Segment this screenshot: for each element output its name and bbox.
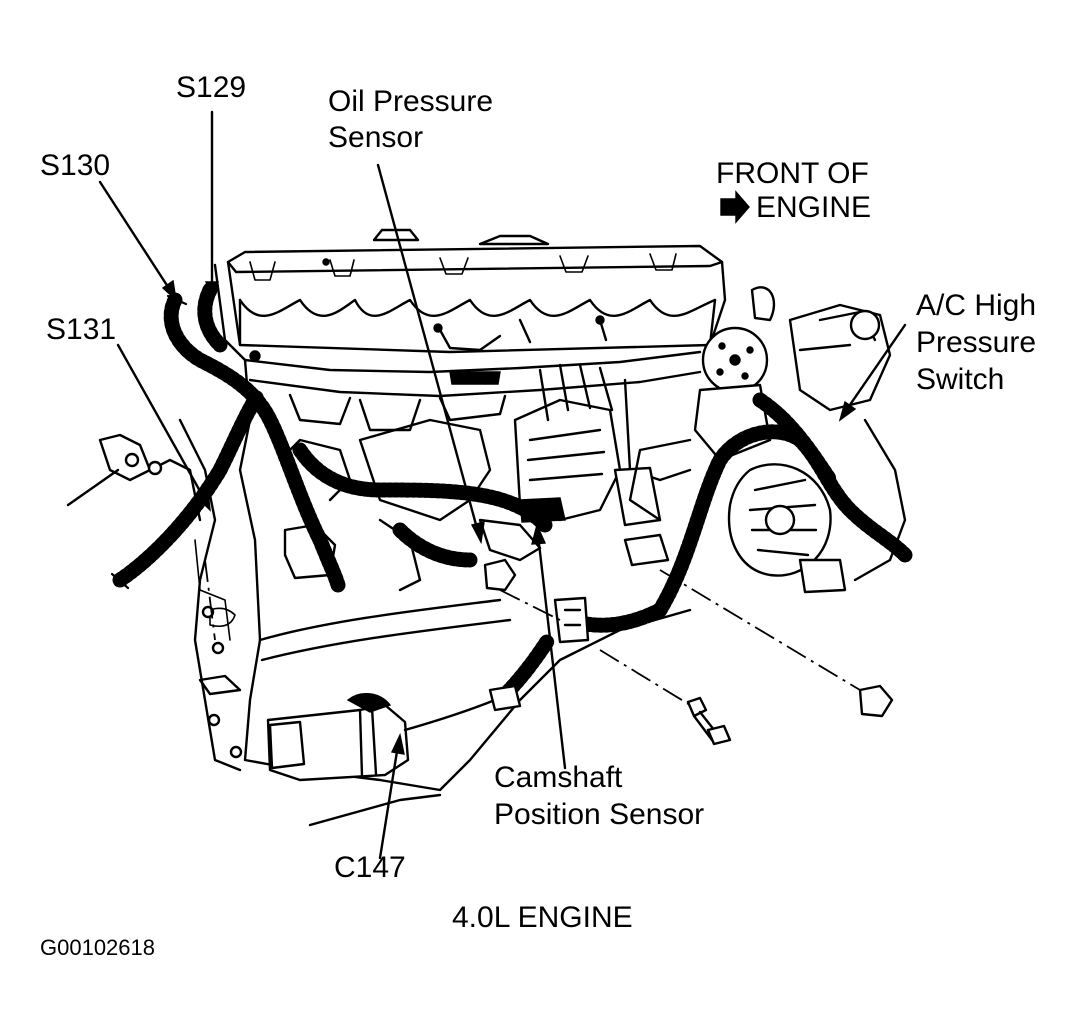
wire-harnesses	[110, 282, 913, 708]
distributor	[478, 363, 692, 562]
label-s131: S131	[46, 313, 117, 346]
fasteners	[483, 558, 894, 746]
assembly-lines	[204, 559, 861, 706]
label-ac-line3: Switch	[916, 363, 1005, 396]
valve-cover	[226, 228, 727, 362]
c147-sensor	[266, 684, 522, 782]
figure-id: G00102618	[40, 935, 155, 960]
label-front-line1: FRONT OF	[716, 157, 869, 190]
label-camshaft-line2: Position Sensor	[494, 798, 705, 831]
label-s129: S129	[176, 71, 247, 104]
label-oil-pressure-line1: Oil Pressure	[328, 85, 494, 118]
caption: 4.0L ENGINE	[452, 901, 633, 934]
label-ac-line2: Pressure	[916, 326, 1037, 359]
leader-lines	[66, 110, 907, 860]
label-ac-line1: A/C High	[916, 289, 1037, 322]
right-arrow-icon	[720, 190, 750, 224]
label-s130: S130	[40, 149, 111, 182]
label-c147: C147	[334, 851, 406, 884]
label-oil-pressure-line2: Sensor	[328, 121, 424, 154]
label-camshaft-line1: Camshaft	[494, 761, 623, 794]
label-front-line2: ENGINE	[756, 191, 872, 224]
